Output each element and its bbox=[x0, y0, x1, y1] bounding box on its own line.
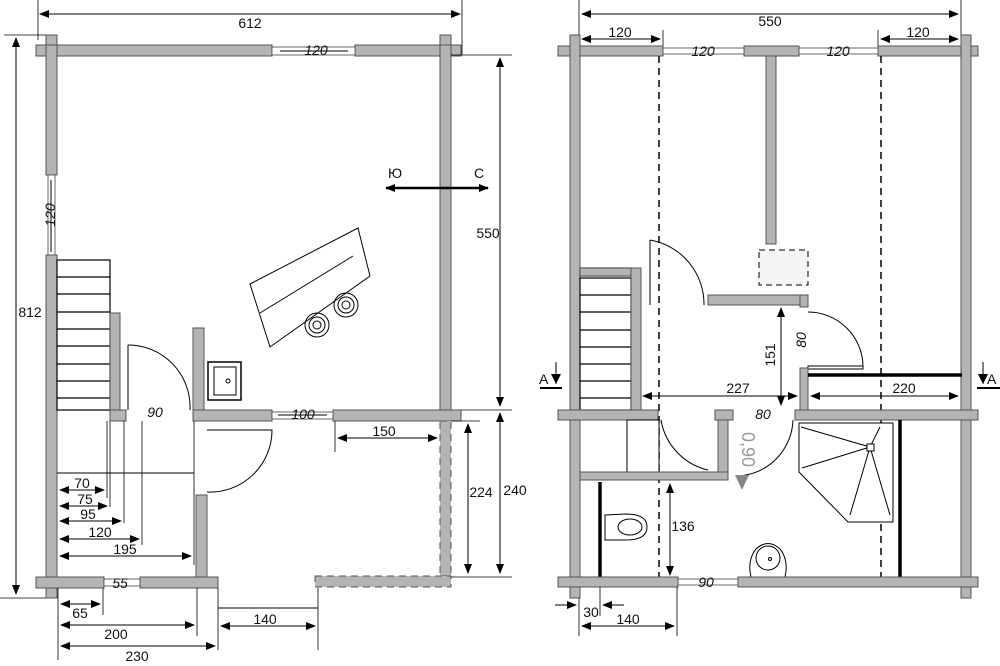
section-marker-left: A bbox=[539, 362, 562, 389]
window-right-2-label: 120 bbox=[826, 43, 850, 59]
dim-total-width: 612 bbox=[238, 15, 262, 31]
dim-bottom-140: 140 bbox=[616, 611, 640, 627]
right-plan: 550 120 120 120 120 bbox=[539, 0, 1000, 636]
svg-text:A: A bbox=[539, 371, 549, 387]
door-80-right-label: 80 bbox=[793, 332, 809, 348]
window-left-label: 120 bbox=[42, 203, 58, 227]
dim-230: 230 bbox=[125, 648, 149, 664]
compass: Ю С bbox=[385, 165, 489, 192]
window-100-label: 100 bbox=[291, 406, 315, 422]
level-mark: 0,90 bbox=[738, 432, 758, 467]
compass-north: С bbox=[474, 165, 484, 181]
dim-right-upper: 550 bbox=[476, 225, 500, 241]
left-plan: 612 812 120 120 bbox=[0, 0, 527, 664]
dim-total-height: 812 bbox=[18, 304, 42, 320]
door-90-label: 90 bbox=[147, 404, 163, 420]
door-80-bottom-label: 80 bbox=[755, 406, 771, 422]
dim-75: 75 bbox=[77, 491, 93, 507]
kitchen-sink bbox=[207, 361, 242, 401]
dim-right-lower-outer: 240 bbox=[503, 482, 527, 498]
dim-porch-width: 150 bbox=[372, 423, 396, 439]
svg-text:A: A bbox=[987, 371, 997, 387]
washbasin bbox=[749, 543, 787, 578]
dim-top-left: 120 bbox=[608, 24, 632, 40]
dim-right-room: 220 bbox=[892, 380, 916, 396]
dim-65: 65 bbox=[72, 605, 88, 621]
staircase-upper bbox=[579, 267, 632, 411]
window-bottom-right-label: 90 bbox=[698, 574, 714, 590]
window-bottom-label: 55 bbox=[112, 575, 128, 591]
dim-porch-step: 140 bbox=[253, 611, 277, 627]
window-right-1-label: 120 bbox=[691, 43, 715, 59]
dim-hall-width: 227 bbox=[726, 380, 750, 396]
toilet bbox=[604, 513, 648, 541]
dim-right-total-width: 550 bbox=[758, 13, 782, 29]
staircase bbox=[56, 259, 111, 411]
window-top-label: 120 bbox=[304, 42, 328, 58]
dim-right-lower-inner: 224 bbox=[469, 484, 493, 500]
dim-top-right: 120 bbox=[906, 24, 930, 40]
dim-120: 120 bbox=[88, 524, 112, 540]
compass-south: Ю bbox=[388, 165, 402, 181]
section-marker-right: A bbox=[977, 362, 1000, 389]
dim-70: 70 bbox=[74, 475, 90, 491]
dim-200: 200 bbox=[104, 626, 128, 642]
dim-95: 95 bbox=[80, 506, 96, 522]
dim-bottom-30: 30 bbox=[583, 604, 599, 620]
stove bbox=[249, 227, 371, 348]
dim-wc-height: 136 bbox=[671, 518, 695, 534]
shower-cabin bbox=[798, 422, 894, 523]
dim-hall-height: 151 bbox=[762, 343, 778, 367]
dim-195: 195 bbox=[113, 541, 137, 557]
